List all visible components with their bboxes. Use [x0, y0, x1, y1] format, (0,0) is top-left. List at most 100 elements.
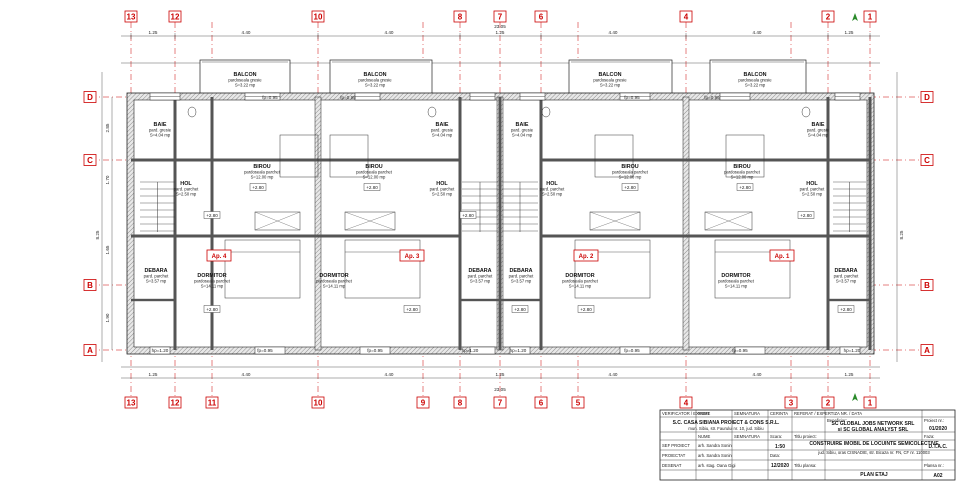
- dim-left-part-0: 2.85: [105, 123, 110, 132]
- dim-overall-top: 23.05: [494, 24, 506, 29]
- window-note-hp-0: hp=1.20: [152, 348, 169, 353]
- axis-label-bottom-3: 3: [789, 399, 794, 408]
- bed-2: [574, 239, 651, 299]
- axis-marker-top-2: [821, 10, 835, 23]
- tb-project-no-label: Proiect nr.:: [924, 418, 944, 423]
- axis-marker-bottom-7: [493, 396, 507, 409]
- axis-label-bottom-10: 10: [314, 399, 323, 408]
- tb-project-title-label: Titlu proiect:: [794, 434, 817, 439]
- level-mark-9: +2.80: [514, 307, 526, 312]
- room-finish-dormitor-3: pardoseala parchet: [718, 279, 755, 284]
- level-mark-11: +2.80: [840, 307, 852, 312]
- tb-header-4: REFERAT / EXPERTIZA NR. / DATA: [794, 411, 862, 416]
- bed-0: [224, 239, 301, 299]
- level-mark-box-11: [837, 305, 855, 313]
- room-name-hol-0: HOL: [180, 181, 192, 187]
- level-mark-box-4: [621, 183, 639, 191]
- window-bottom-3: [469, 346, 496, 355]
- room-area-debara-1: S=3.57 mp: [470, 279, 491, 284]
- axis-marker-right-A: [920, 344, 934, 356]
- axis-marker-left-C: [83, 154, 97, 166]
- axis-label-bottom-12: 12: [171, 399, 180, 408]
- axis-marker-top-10: [311, 10, 325, 23]
- level-mark-5: +2.80: [739, 185, 751, 190]
- window-note-top-3: fp=0.95: [704, 95, 720, 100]
- axis-marker-bottom-12: [168, 396, 182, 409]
- axis-marker-top-8: [453, 10, 467, 23]
- tb-role-2: DESENAT: [662, 463, 682, 468]
- core-wall-a-3: [826, 97, 830, 350]
- level-mark-4: +2.80: [624, 185, 636, 190]
- window-bottom-6: [734, 346, 766, 355]
- axis-label-bottom-1: 1: [868, 399, 873, 408]
- room-finish-balcon-1: pardoseala gresie: [358, 78, 392, 83]
- tb-header-2: SEMNATURA: [734, 411, 760, 416]
- apartment-tag-0: Ap. 4: [212, 254, 227, 260]
- room-finish-hol-3: pard. parchet: [800, 187, 826, 192]
- tb-header-1: NUME: [698, 411, 711, 416]
- tb-phase: D.T.A.C.: [929, 444, 949, 450]
- tb-header-3: CERINTA: [770, 411, 788, 416]
- room-finish-dormitor-2: pardoseala parchet: [562, 279, 599, 284]
- room-area-balcon-1: S=3.22 mp: [365, 83, 386, 88]
- level-mark-box-6: [797, 211, 815, 219]
- apartment-tag-3: Ap. 1: [775, 254, 790, 260]
- room-name-birou-3: BIROU: [733, 164, 750, 170]
- debara-wall-0: [131, 298, 175, 302]
- axis-marker-bottom-3: [784, 396, 798, 409]
- room-finish-birou-3: pardoseala parchet: [724, 170, 761, 175]
- level-mark-10: +2.80: [580, 307, 592, 312]
- room-name-baie-2: BAIE: [516, 122, 529, 128]
- room-area-baie-1: S=4.04 mp: [432, 133, 453, 138]
- room-name-dormitor-3: DORMITOR: [721, 273, 750, 279]
- room-area-baie-3: S=4.04 mp: [808, 133, 829, 138]
- level-mark-3: +2.80: [462, 213, 474, 218]
- axis-label-bottom-8: 8: [458, 399, 463, 408]
- window-note-bottom-1: fp=0.95: [367, 348, 383, 353]
- axis-marker-bottom-10: [311, 396, 325, 409]
- axis-label-left-D: D: [87, 93, 93, 102]
- room-finish-balcon-2: pardoseala gresie: [593, 78, 627, 83]
- partition-5: [318, 234, 460, 238]
- room-area-baie-2: S=4.04 mp: [512, 133, 533, 138]
- room-finish-baie-2: pard. gresie: [511, 128, 534, 133]
- axis-label-right-D: D: [924, 93, 930, 102]
- room-area-hol-1: S=2.50 mp: [432, 192, 453, 197]
- window-bottom-5: [619, 346, 651, 355]
- window-note-bottom-0: fp=0.95: [257, 348, 273, 353]
- axis-marker-bottom-8: [453, 396, 467, 409]
- room-finish-debara-1: pard. parchet: [468, 274, 494, 279]
- dim-bay-bottom-6: 1.25: [845, 372, 854, 377]
- room-name-hol-2: HOL: [546, 181, 558, 187]
- level-mark-6: +2.80: [800, 213, 812, 218]
- dim-left-part-1: 1.70: [105, 175, 110, 184]
- room-area-debara-0: S=3.57 mp: [146, 279, 167, 284]
- room-area-balcon-0: S=3.22 mp: [235, 83, 256, 88]
- room-area-balcon-3: S=3.22 mp: [745, 83, 766, 88]
- axis-label-top-8: 8: [458, 13, 463, 22]
- party-wall-2: [682, 96, 690, 351]
- wardrobe-2: [589, 211, 641, 231]
- tb-project-addr: jud. Sibiu, oras CISNADIE, str. Bicaza n…: [817, 450, 930, 455]
- tb-beneficiary: SC GLOBAL JOBS NETWORK SRL: [832, 421, 915, 427]
- wardrobe-x2-0: [254, 211, 301, 231]
- tb-beneficiary-2: si SC GLOBAL ANALYST SRL: [838, 427, 909, 433]
- room-name-debara-3: DEBARA: [834, 268, 857, 274]
- dim-left-part-3: 1.90: [105, 313, 110, 322]
- room-name-balcon-3: BALCON: [743, 72, 766, 78]
- bed-1: [344, 239, 421, 299]
- room-name-dormitor-0: DORMITOR: [197, 273, 226, 279]
- axis-marker-bottom-5: [571, 396, 585, 409]
- window-note-hp-3: hp=1.20: [844, 348, 861, 353]
- axis-label-bottom-6: 6: [539, 399, 544, 408]
- partition-4: [131, 234, 318, 238]
- tb-role-1: PROIECTAT: [662, 453, 686, 458]
- axis-marker-right-D: [920, 91, 934, 103]
- dim-bay-bottom-2: 4.40: [385, 372, 394, 377]
- partition-7: [686, 234, 870, 238]
- room-finish-baie-3: pard. gresie: [807, 128, 830, 133]
- room-name-birou-1: BIROU: [365, 164, 382, 170]
- room-area-birou-2: S=12.00 mp: [619, 175, 642, 180]
- dim-bay-top-1: 4.40: [242, 30, 251, 35]
- room-finish-balcon-0: pardoseala gresie: [228, 78, 262, 83]
